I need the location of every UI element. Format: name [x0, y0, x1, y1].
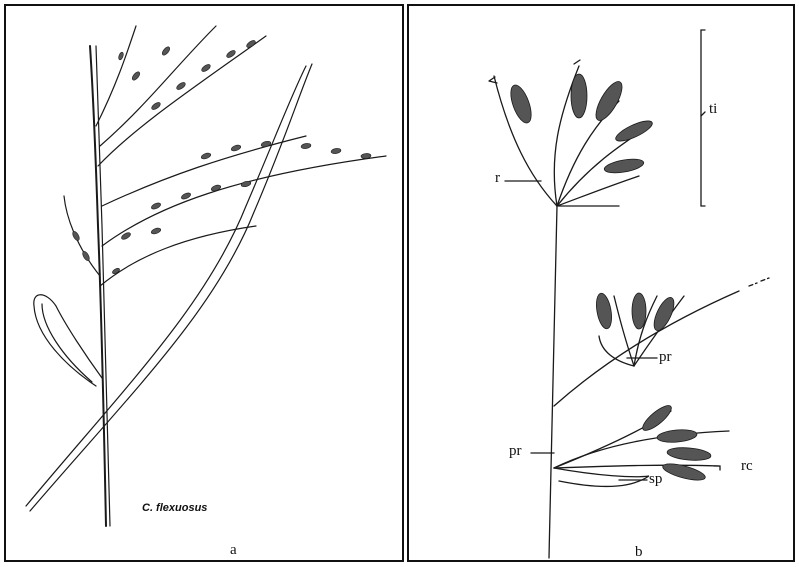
- panel-a-label: a: [230, 542, 237, 559]
- label-rc: rc: [741, 459, 753, 474]
- inflorescence-sketch: [6, 6, 404, 562]
- label-pr-upper: pr: [659, 350, 672, 365]
- species-label: C. flexuosus: [142, 502, 207, 514]
- panel-b-branch-detail: ti r pr pr sp rc b: [407, 4, 795, 562]
- label-sp: sp: [649, 472, 662, 487]
- branch-detail-sketch: [409, 6, 795, 562]
- label-ti: ti: [709, 102, 717, 117]
- panel-b-label: b: [635, 544, 643, 561]
- label-pr-lower: pr: [509, 444, 522, 459]
- panel-a-inflorescence-drawing: C. flexuosus a: [4, 4, 404, 562]
- label-r: r: [495, 171, 500, 186]
